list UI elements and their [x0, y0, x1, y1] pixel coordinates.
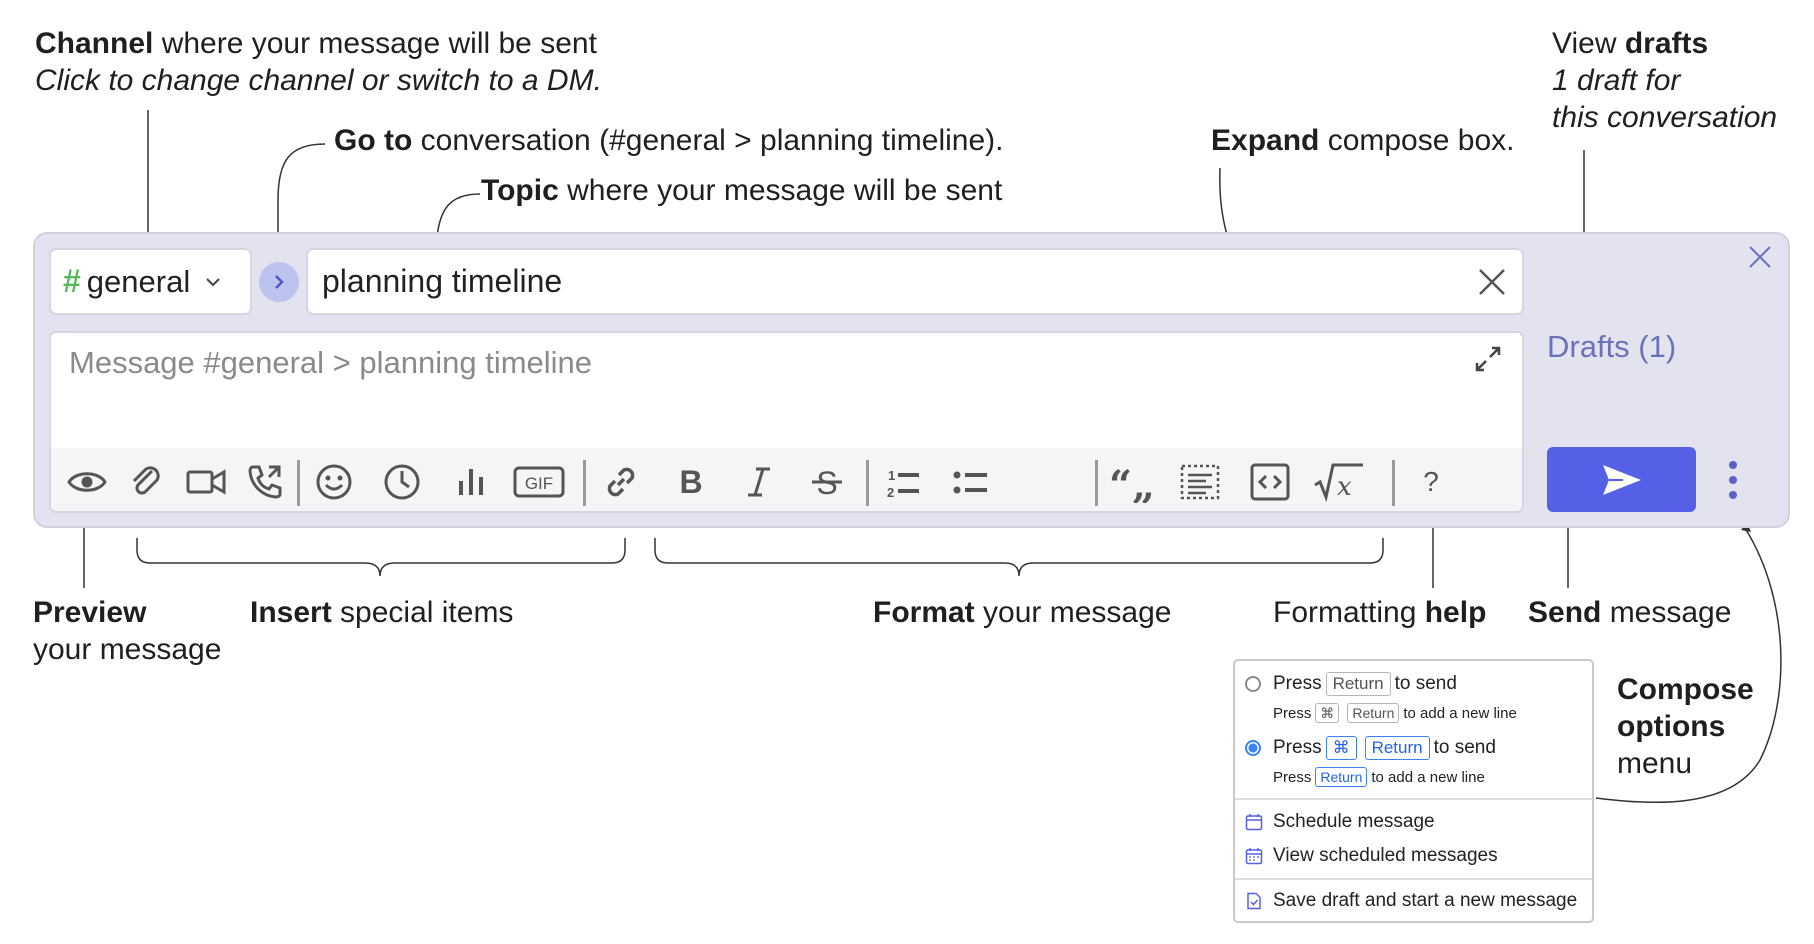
italic-icon[interactable] — [730, 448, 788, 511]
send-annotation: Send message — [1528, 596, 1732, 629]
paperclip-icon[interactable] — [117, 448, 175, 511]
channel-annotation: Channel where your message will be sent … — [35, 27, 602, 97]
option-text: to send — [1394, 673, 1457, 694]
topic-annotation: Topic where your message will be sent — [481, 174, 1003, 207]
chevron-down-icon — [206, 277, 220, 286]
chevron-right-icon — [275, 275, 284, 289]
goto-conversation-button[interactable] — [259, 262, 299, 302]
hint-text: to add a new line — [1371, 768, 1485, 786]
svg-text:“„: “„ — [1111, 462, 1153, 503]
goto-annotation: Go to conversation (#general > planning … — [334, 124, 1004, 157]
toolbar-separator — [866, 460, 869, 506]
insert-annotation: Insert special items — [250, 596, 514, 629]
menu-item-label: Schedule message — [1273, 811, 1435, 832]
key-return: Return — [1347, 703, 1400, 723]
svg-text:x: x — [1337, 472, 1352, 502]
calendar-list-icon — [1245, 848, 1263, 865]
toolbar-separator — [583, 460, 586, 506]
dot — [1729, 491, 1737, 499]
close-compose-icon[interactable] — [1745, 242, 1775, 272]
option-text: Press — [1273, 737, 1322, 758]
toolbar-separator — [1095, 460, 1098, 506]
hash-icon: # — [63, 263, 81, 299]
eye-icon[interactable] — [58, 448, 116, 511]
format-annotation: Format your message — [873, 596, 1172, 629]
key-return: Return — [1315, 767, 1368, 787]
key-cmd: ⌘ — [1325, 736, 1357, 760]
key-return: Return — [1325, 672, 1391, 696]
help-annotation: Formatting help — [1273, 596, 1487, 629]
send-arrow-icon — [1602, 464, 1641, 495]
toolbar-separator — [1392, 460, 1395, 506]
message-placeholder: Message #general > planning timeline — [69, 345, 593, 380]
help-label: ? — [1423, 465, 1439, 497]
drafts-link[interactable]: Drafts (1) — [1547, 329, 1677, 364]
channel-name: general — [86, 263, 191, 299]
code-icon[interactable] — [1241, 448, 1299, 511]
menu-divider — [1235, 878, 1592, 880]
hint-text: to add a new line — [1403, 704, 1517, 722]
hint-text: Press — [1273, 704, 1312, 722]
menu-item-label: Save draft and start a new message — [1273, 890, 1578, 911]
clear-topic-icon[interactable] — [1476, 266, 1508, 298]
channel-picker[interactable]: # general — [49, 248, 252, 315]
key-return: Return — [1364, 736, 1430, 760]
compose-options-menu: Press Return to send Press ⌘ Return to a… — [1233, 659, 1594, 923]
svg-text:1: 1 — [888, 468, 895, 483]
video-icon[interactable] — [177, 448, 235, 511]
menu-divider — [1235, 798, 1592, 800]
enter-to-send-option[interactable]: Press Return to send — [1245, 672, 1457, 696]
view-scheduled-item[interactable]: View scheduled messages — [1245, 845, 1498, 867]
cmd-enter-to-send-hint: Press Return to add a new line — [1273, 767, 1485, 787]
math-icon[interactable]: x — [1310, 448, 1368, 511]
help-icon[interactable]: ? — [1402, 448, 1460, 511]
poll-icon[interactable] — [442, 448, 500, 511]
option-text: Press — [1273, 673, 1322, 694]
bold-icon[interactable]: B — [662, 448, 720, 511]
toolbar-separator — [297, 460, 300, 506]
option-text: to send — [1433, 737, 1496, 758]
send-button[interactable] — [1547, 447, 1696, 512]
spoiler-icon[interactable] — [1171, 448, 1229, 511]
clock-icon[interactable] — [373, 448, 431, 511]
enter-to-send-hint: Press ⌘ Return to add a new line — [1273, 703, 1517, 723]
calendar-icon — [1245, 814, 1263, 831]
gif-icon[interactable]: GIF — [510, 448, 568, 511]
cmd-enter-to-send-option[interactable]: Press ⌘ Return to send — [1245, 736, 1496, 760]
save-draft-item[interactable]: Save draft and start a new message — [1245, 890, 1577, 912]
smile-icon[interactable] — [305, 448, 363, 511]
key-cmd: ⌘ — [1315, 703, 1340, 723]
hint-text: Press — [1273, 768, 1312, 786]
strikethrough-icon[interactable]: S — [798, 448, 856, 511]
phone-icon[interactable] — [236, 448, 294, 511]
radio-selected[interactable] — [1245, 740, 1261, 756]
message-textarea[interactable]: Message #general > planning timeline GIF — [49, 331, 1524, 513]
schedule-message-item[interactable]: Schedule message — [1245, 811, 1435, 833]
menu-item-label: View scheduled messages — [1273, 845, 1498, 866]
topic-input[interactable]: planning timeline — [306, 248, 1524, 315]
compose-options-button[interactable] — [1718, 457, 1748, 503]
dot — [1729, 476, 1737, 484]
draft-check-icon — [1247, 892, 1261, 910]
dot — [1729, 461, 1737, 469]
topic-text: planning timeline — [322, 263, 563, 299]
bullet-list-icon[interactable] — [941, 448, 999, 511]
expand-annotation: Expand compose box. — [1211, 124, 1515, 157]
expand-icon[interactable] — [1472, 343, 1504, 375]
drafts-annotation: View drafts 1 draft for this conversatio… — [1552, 27, 1778, 134]
radio-unselected[interactable] — [1245, 676, 1261, 692]
quote-icon[interactable]: “„ — [1103, 448, 1161, 511]
link-icon[interactable] — [592, 448, 650, 511]
svg-text:GIF: GIF — [525, 474, 553, 493]
svg-text:2: 2 — [887, 485, 894, 500]
svg-text:B: B — [679, 464, 702, 500]
